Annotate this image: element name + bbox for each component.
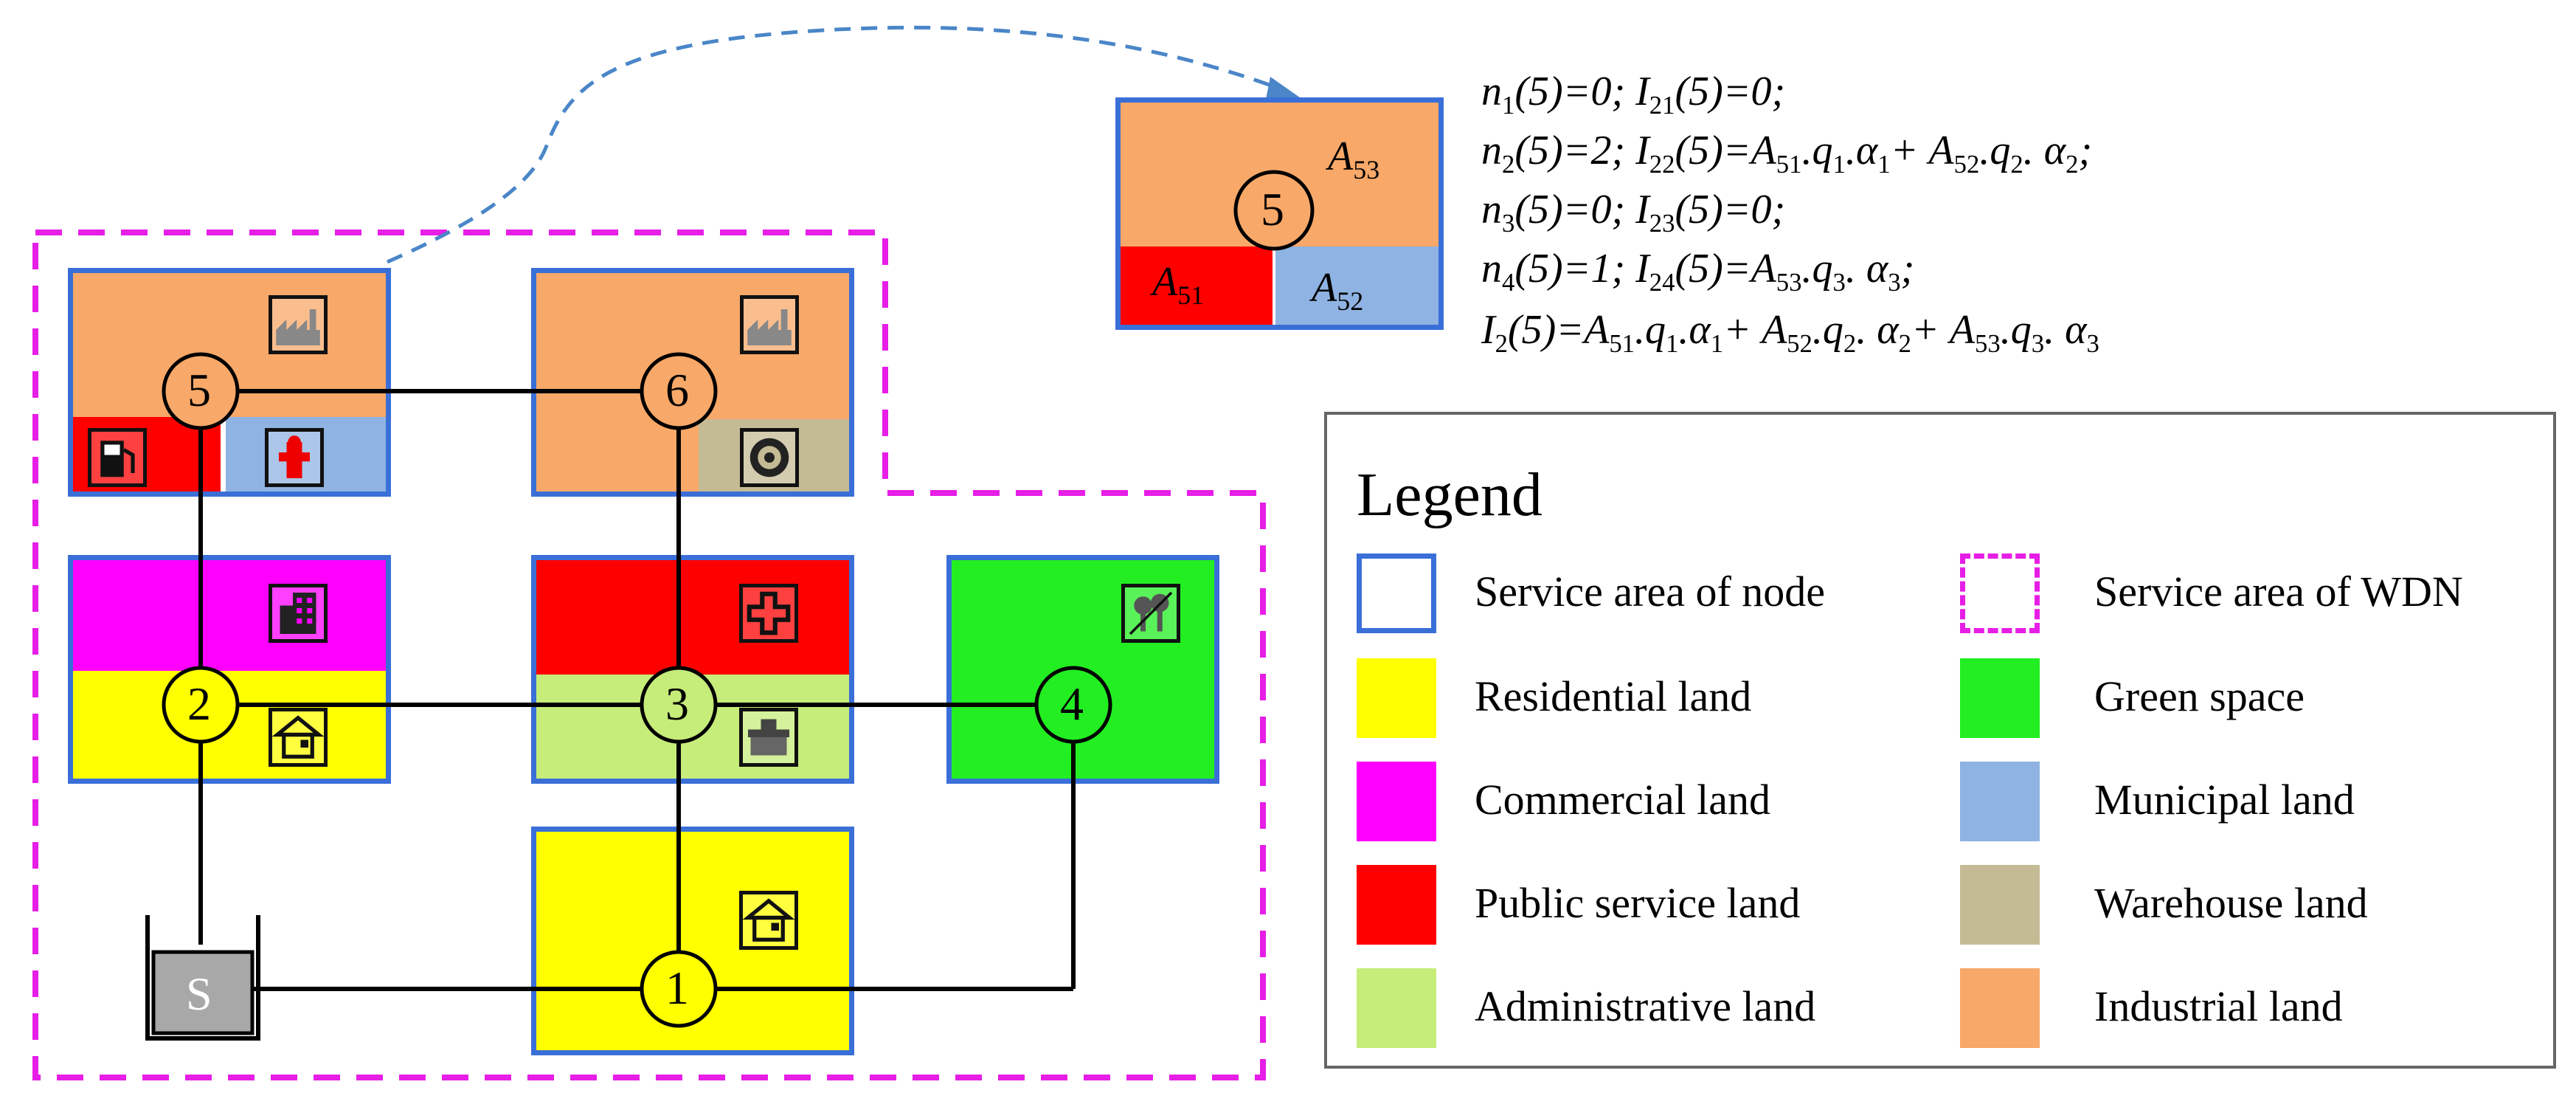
source-label: S [186,968,212,1020]
source-tank [145,915,260,1041]
inset-label-a53: A53 [1328,134,1380,185]
government-icon [739,708,798,767]
formula-line-1: n1(5)=0; I21(5)=0; [1481,69,1786,120]
legend-swatch-public-service [1357,865,1436,945]
node-label-5: 5 [187,364,211,416]
legend-label: Municipal land [2094,776,2355,824]
legend-swatch-wdn-area [1960,554,2040,633]
legend-swatch-administrative [1357,968,1436,1048]
legend-swatch-municipal [1960,762,2040,841]
house-icon [739,891,798,950]
legend-swatch-commercial [1357,762,1436,841]
fuel-icon [88,428,147,487]
legend-label: Industrial land [2094,982,2343,1030]
formula-line-3: n3(5)=0; I23(5)=0; [1481,187,1786,238]
radiation-icon [740,428,799,487]
formula-line-5: I2(5)=A51.q1.α1+ A52.q2. α2+ A53.q3. α3 [1481,307,2099,359]
inset-node-label: 5 [1261,183,1284,235]
node-label-1: 1 [665,962,689,1014]
legend-label: Service area of WDN [2094,568,2463,615]
hydrant-icon [265,428,324,487]
legend-label: Administrative land [1475,982,1816,1030]
formula-line-4: n4(5)=1; I24(5)=A53.q3. α3; [1481,246,1915,297]
inset-label-a51: A51 [1152,259,1205,311]
legend-swatch-node-area [1357,554,1436,633]
node-label-3: 3 [665,677,689,730]
nodes [162,352,1112,1028]
wdn-boundary [32,230,1266,1080]
hospital-icon [739,584,798,643]
legend-swatch-green-space [1960,658,2040,738]
legend: Legend Service area of node Residential … [1324,412,2556,1069]
legend-label: Service area of node [1475,568,1826,615]
building-icon [269,584,328,643]
node-label-4: 4 [1060,677,1084,730]
legend-label: Warehouse land [2094,879,2368,927]
pipes [198,389,1076,991]
house-icon [269,708,328,767]
legend-label: Residential land [1475,672,1752,720]
node-label-2: 2 [187,677,211,730]
legend-label: Public service land [1475,879,1801,927]
factory-icon [740,295,799,354]
node-label-6: 6 [665,364,689,416]
legend-label: Commercial land [1475,776,1771,824]
legend-title: Legend [1357,461,1543,529]
legend-label: Green space [2094,672,2305,720]
formula-line-2: n2(5)=2; I22(5)=A51.q1.α1+ A52.q2. α2; [1481,128,2093,179]
service-area-node-6 [531,268,854,497]
park-icon [1121,584,1180,643]
service-area-node-2 [68,555,391,784]
link-arrow-head [1265,77,1300,103]
factory-icon [269,295,328,354]
legend-swatch-warehouse [1960,865,2040,945]
inset-label-a52: A52 [1312,265,1364,317]
legend-swatch-industrial [1960,968,2040,1048]
legend-swatch-residential [1357,658,1436,738]
link-arrow [386,25,1284,264]
inset-node [1233,170,1315,251]
